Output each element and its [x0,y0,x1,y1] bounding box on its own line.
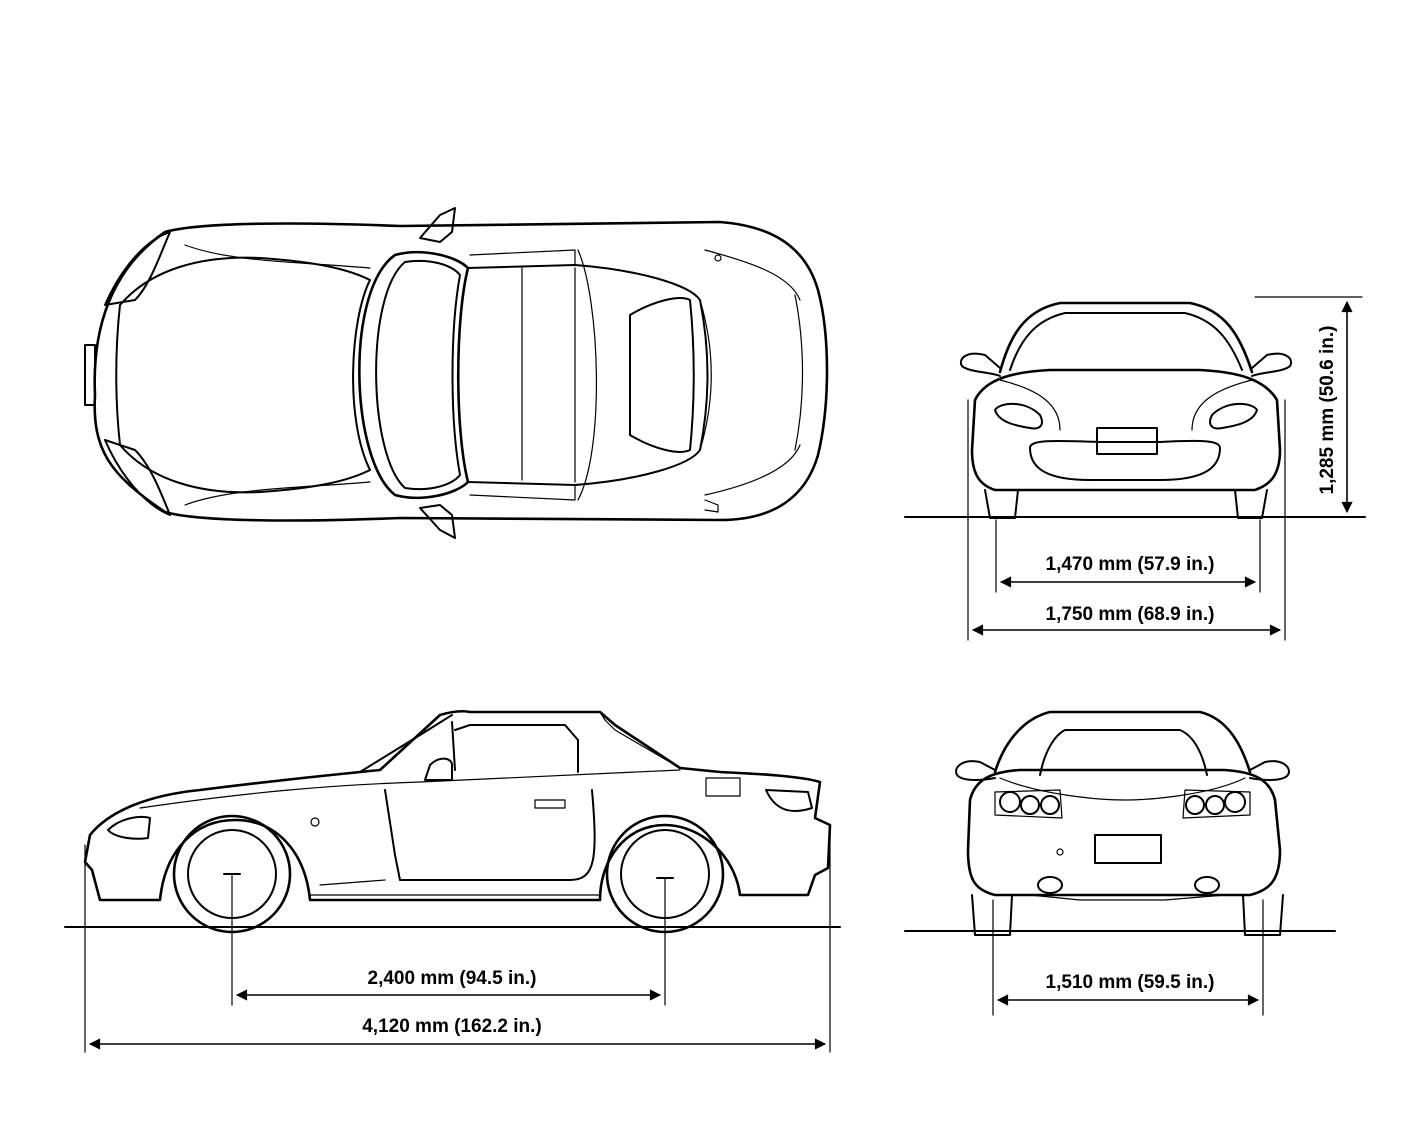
rear-view [904,710,1336,936]
front-view [904,301,1366,519]
overall-length-label: 4,120 mm (162.2 in.) [362,1016,542,1037]
side-view [64,709,841,934]
wheelbase-label: 2,400 mm (94.5 in.) [368,968,537,989]
top-view [84,207,829,539]
front-track-label: 1,470 mm (57.9 in.) [1046,554,1215,575]
overall-height-label: 1,285 mm (50.6 in.) [1317,326,1338,495]
dimension-lines [84,296,1363,1053]
overall-width-label: 1,750 mm (68.9 in.) [1046,604,1215,625]
rear-track-label: 1,510 mm (59.5 in.) [1046,972,1215,993]
